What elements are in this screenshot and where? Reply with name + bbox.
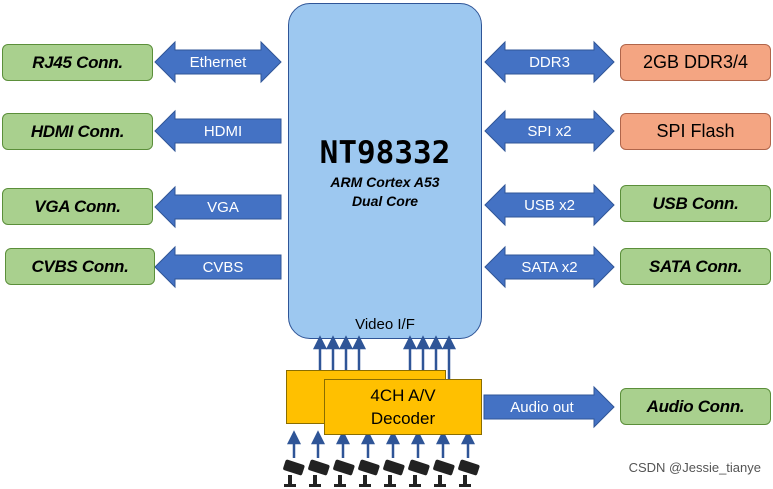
vga-connector: VGA Conn. [2, 188, 153, 225]
audio-out-label: Audio out [510, 398, 574, 416]
sata-arrow [484, 245, 615, 289]
camera-icon [333, 459, 355, 487]
hdmi-connector: HDMI Conn. [2, 113, 153, 150]
camera-icon [383, 459, 405, 487]
usb-label: USB x2 [524, 196, 575, 214]
sata-connector: SATA Conn. [620, 248, 771, 285]
soc-core-line2: Dual Core [351, 193, 419, 209]
soc-block [288, 3, 482, 339]
spi-flash: SPI Flash [620, 113, 771, 150]
decoder-line2: Decoder [370, 409, 436, 428]
ddr3-label: DDR3 [529, 53, 570, 71]
decoder-line1: 4CH A/V [370, 386, 436, 405]
camera-icons [283, 459, 480, 487]
ddr-memory: 2GB DDR3/4 [620, 44, 771, 81]
hdmi-label: HDMI [203, 122, 243, 140]
video-input-arrows [312, 335, 457, 379]
camera-icon [458, 459, 480, 487]
soc-core-line1: ARM Cortex A53 [330, 174, 440, 190]
cvbs-label: CVBS [202, 258, 244, 276]
rj45-connector: RJ45 Conn. [2, 44, 153, 81]
audio-out-arrow [483, 385, 615, 429]
audio-connector: Audio Conn. [620, 388, 771, 425]
camera-icon [433, 459, 455, 487]
vga-label: VGA [207, 198, 239, 216]
hdmi-arrow [154, 109, 282, 153]
camera-icon [308, 459, 330, 487]
camera-icon [408, 459, 430, 487]
ddr3-arrow [484, 40, 615, 84]
ethernet-arrow [154, 40, 282, 84]
vga-arrow [154, 185, 282, 229]
ethernet-label: Ethernet [189, 53, 247, 71]
spi-label: SPI x2 [527, 122, 572, 140]
video-interface-label: Video I/F [355, 316, 415, 333]
camera-icon [283, 459, 305, 487]
usb-connector: USB Conn. [620, 185, 771, 222]
camera-icon [358, 459, 380, 487]
sata-label: SATA x2 [521, 258, 578, 276]
watermark: CSDN @Jessie_tianye [628, 460, 761, 475]
spi-arrow [484, 109, 615, 153]
cvbs-arrow [154, 245, 282, 289]
usb-arrow [484, 183, 615, 227]
cvbs-connector: CVBS Conn. [5, 248, 155, 285]
camera-input-arrows [286, 430, 476, 458]
av-decoder: 4CH A/V Decoder [324, 379, 482, 435]
soc-name: NT98332 [319, 135, 451, 171]
